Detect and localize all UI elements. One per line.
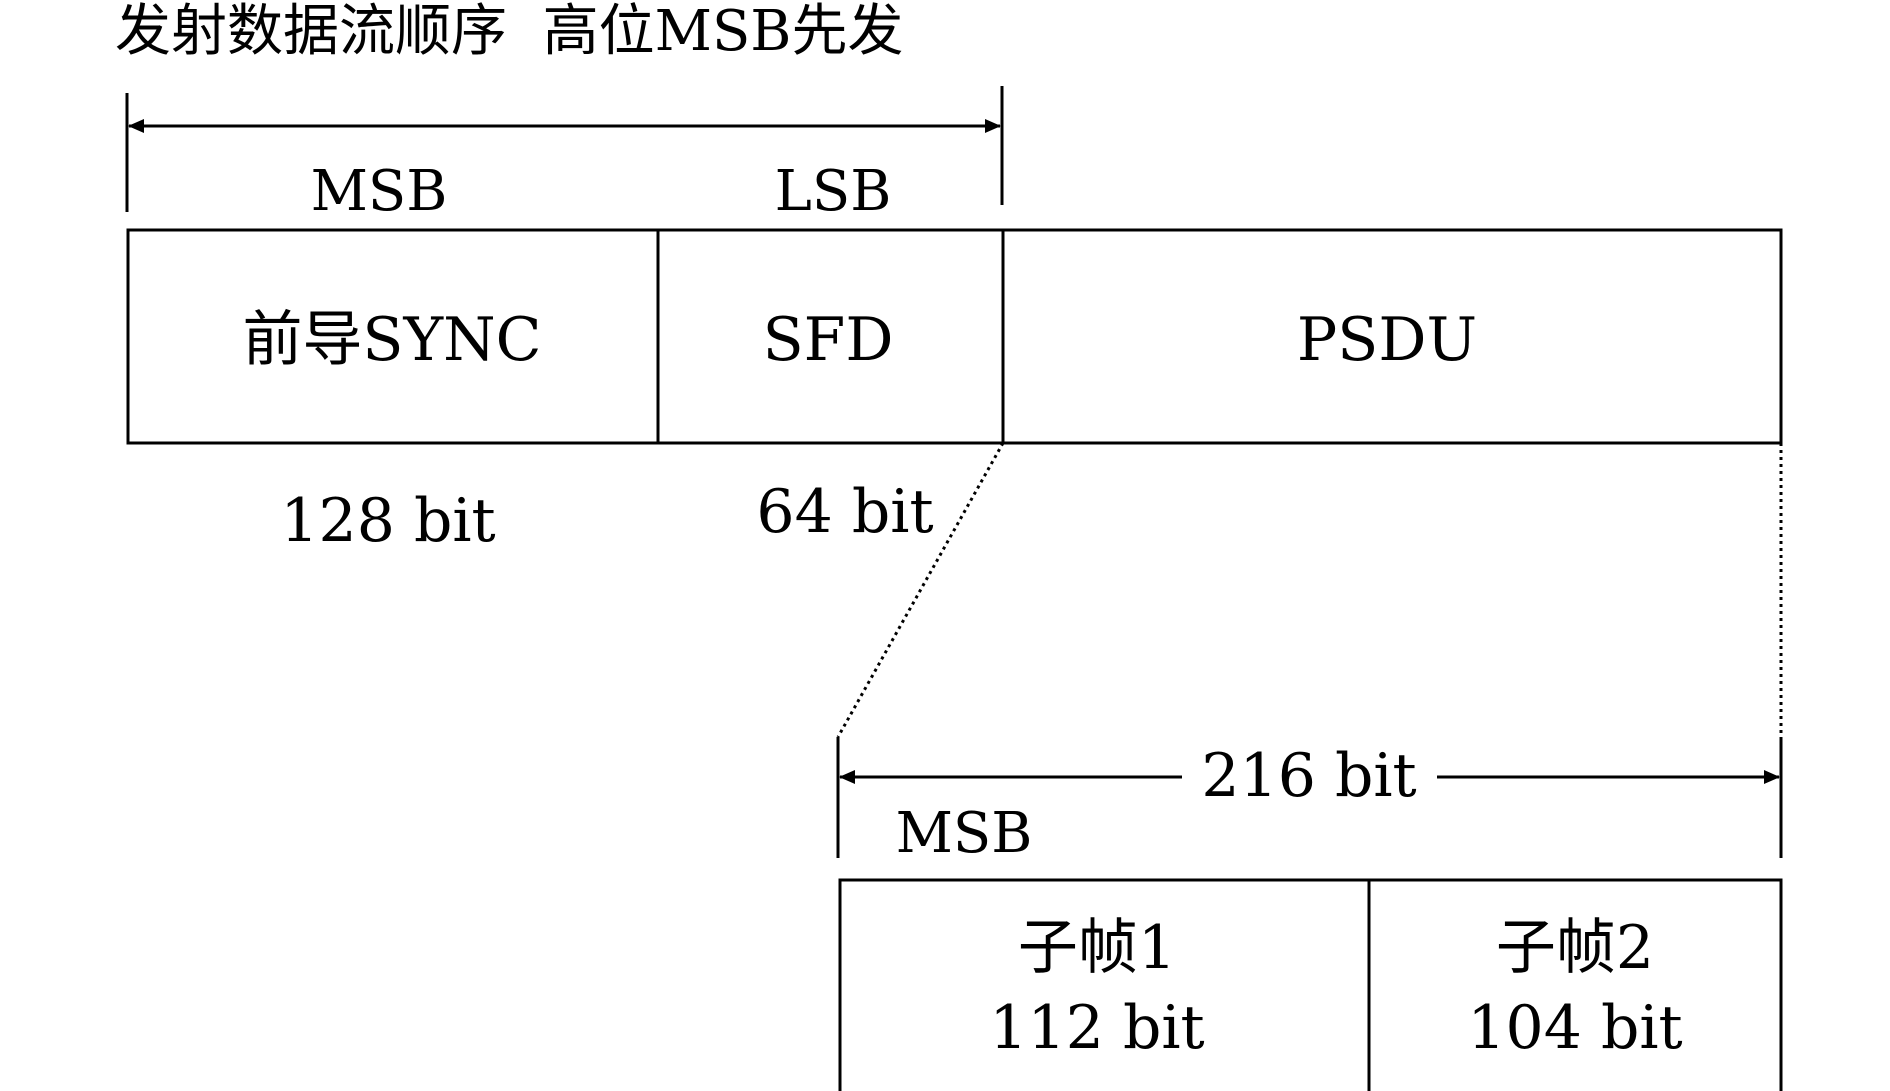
psdu-msb-label: MSB (896, 801, 1033, 866)
field-sync-bits: 128 bit (280, 486, 495, 556)
subframe-box (838, 878, 1783, 1091)
field-psdu: PSDU (1297, 305, 1477, 375)
diagram-title: 发射数据流顺序 高位MSB先发 (115, 0, 903, 64)
expand-line-left (836, 442, 1005, 738)
msb-label: MSB (311, 159, 448, 224)
subframe-2-name: 子帧2 (1496, 913, 1654, 983)
psdu-length-label: 216 bit (1201, 741, 1416, 811)
subframe-1-name: 子帧1 (1018, 913, 1176, 983)
subframe-1-bits: 112 bit (989, 993, 1204, 1063)
frame-box (126, 228, 1783, 445)
field-sync: 前导SYNC (242, 305, 541, 375)
subframe-2-bits: 104 bit (1467, 993, 1682, 1063)
field-sfd-bits: 64 bit (756, 477, 933, 547)
field-sfd: SFD (763, 305, 894, 375)
lsb-label: LSB (775, 159, 892, 224)
